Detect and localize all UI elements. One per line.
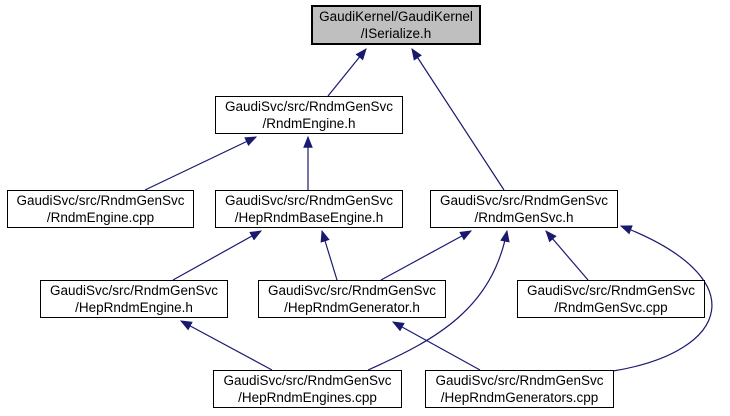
node-label-line1: GaudiSvc/src/RndmGenSvc [49, 283, 219, 298]
edge-heprndmgenerators-cpp-to-rndmgensvc-h [612, 225, 713, 372]
edge-heprndmengines-cpp-to-rndmgensvc-h [367, 229, 510, 371]
node-label-line2: /HepRndmBaseEngine.h [234, 210, 384, 225]
node-label-line1: GaudiSvc/src/RndmGenSvc [16, 193, 185, 208]
graph-node-heprndmgenerators-cpp[interactable]: GaudiSvc/src/RndmGenSvc /HepRndmGenerato… [425, 370, 614, 408]
edge-heprndmengine-h-to-heprndmbaseengine-h [172, 230, 263, 281]
node-label-line1: GaudiSvc/src/RndmGenSvc [224, 99, 394, 114]
node-label-line1: GaudiKernel/GaudiKernel [319, 9, 473, 24]
node-label-line1: GaudiSvc/src/RndmGenSvc [223, 373, 392, 388]
graph-node-iserialize-h: GaudiKernel/GaudiKernel /ISerialize.h [311, 5, 481, 45]
graph-node-heprndmengines-cpp[interactable]: GaudiSvc/src/RndmGenSvc /HepRndmEngines.… [213, 370, 402, 408]
graph-node-rndmgensvc-h[interactable]: GaudiSvc/src/RndmGenSvc /RndmGenSvc.h [430, 190, 618, 228]
edge-heprndmengines-cpp-to-heprndmengine-h [179, 320, 273, 371]
graph-node-heprndmengine-h[interactable]: GaudiSvc/src/RndmGenSvc /HepRndmEngine.h [40, 280, 228, 318]
edge-rndmgensvc-cpp-to-rndmgensvc-h [545, 230, 589, 281]
node-label-line1: GaudiSvc/src/RndmGenSvc [224, 193, 394, 208]
node-label-line1: GaudiSvc/src/RndmGenSvc [435, 373, 604, 388]
node-label-line2: /ISerialize.h [360, 26, 432, 41]
graph-node-rndmengine-h[interactable]: GaudiSvc/src/RndmGenSvc /RndmEngine.h [215, 96, 403, 134]
edge-heprndmgenerator-h-to-rndmgensvc-h [380, 230, 473, 281]
node-label-line2: /RndmEngine.cpp [46, 210, 155, 225]
node-label-line2: /HepRndmGenerators.cpp [440, 390, 599, 405]
node-label-line1: GaudiSvc/src/RndmGenSvc [439, 193, 609, 208]
edge-heprndmgenerators-cpp-to-heprndmgenerator-h [391, 321, 481, 371]
graph-node-rndmgensvc-cpp[interactable]: GaudiSvc/src/RndmGenSvc /RndmGenSvc.cpp [517, 280, 705, 318]
node-label-line2: /RndmGenSvc.cpp [554, 300, 668, 315]
node-label-line2: /HepRndmEngine.h [75, 300, 193, 315]
graph-node-heprndmbaseengine-h[interactable]: GaudiSvc/src/RndmGenSvc /HepRndmBaseEngi… [215, 190, 403, 228]
edge-heprndmgenerator-h-to-heprndmbaseengine-h [320, 229, 338, 281]
node-label-line1: GaudiSvc/src/RndmGenSvc [526, 283, 696, 298]
node-label-line1: GaudiSvc/src/RndmGenSvc [267, 283, 437, 298]
node-label-line2: /RndmGenSvc.h [474, 210, 574, 225]
node-label-line2: /RndmEngine.h [262, 116, 356, 131]
edge-rndmgensvc-h-to-iserialize-h [411, 47, 505, 191]
graph-node-heprndmgenerator-h[interactable]: GaudiSvc/src/RndmGenSvc /HepRndmGenerato… [258, 280, 446, 318]
graph-node-rndmengine-cpp[interactable]: GaudiSvc/src/RndmGenSvc /RndmEngine.cpp [7, 190, 194, 228]
edge-rndmengine-h-to-iserialize-h [327, 48, 367, 97]
node-label-line2: /HepRndmEngines.cpp [238, 390, 377, 405]
node-label-line2: /HepRndmGenerator.h [284, 300, 420, 315]
edge-rndmengine-cpp-to-rndmengine-h [144, 136, 258, 191]
